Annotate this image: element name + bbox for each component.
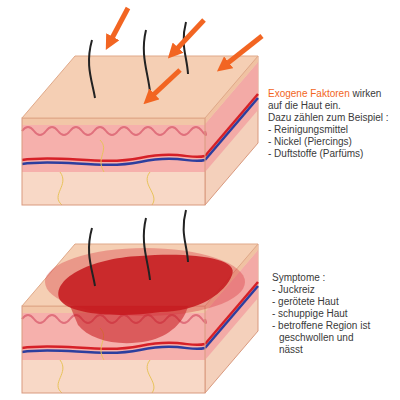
note-text: - schuppige Haut <box>272 308 382 320</box>
text-line: - schuppige Haut <box>272 308 382 320</box>
text-line: Symptome : <box>272 272 382 284</box>
text-line: - gerötete Haut <box>272 296 382 308</box>
text-line: - Nickel (Piercings) <box>268 136 396 148</box>
note-text: - betroffene Region ist geschwollen und … <box>272 320 379 356</box>
note-text: - gerötete Haut <box>272 296 382 308</box>
note-text: - Juckreiz <box>272 284 382 296</box>
text-line: - Reinigungsmittel <box>268 124 396 136</box>
factor-arrow <box>224 36 262 66</box>
text-line: - betroffene Region ist geschwollen und … <box>272 320 382 356</box>
text-block: Exogene Faktorenwirken auf die Haut ein.… <box>268 88 396 160</box>
factor-arrow <box>110 8 128 42</box>
note-text: - Nickel (Piercings) <box>268 136 396 148</box>
note-text: Symptome : <box>272 272 382 284</box>
text-block: Symptome :- Juckreiz- gerötete Haut- sch… <box>272 272 382 356</box>
text-line: Exogene Faktorenwirken auf die Haut ein. <box>268 88 388 112</box>
text-line: - Juckreiz <box>272 284 382 296</box>
text-line: Dazu zählen zum Beispiel : <box>268 112 396 124</box>
highlight-text: Exogene Faktoren <box>268 88 350 99</box>
note-text: Dazu zählen zum Beispiel : <box>268 112 396 124</box>
rash-halo <box>45 248 245 316</box>
healthy-skin <box>22 56 258 205</box>
hairs <box>89 22 188 98</box>
rash <box>58 255 232 315</box>
note-text: - Duftstoffe (Parfüms) <box>268 148 396 160</box>
inflamed-skin <box>22 244 258 393</box>
text-line: - Duftstoffe (Parfüms) <box>268 148 396 160</box>
note-text: - Reinigungsmittel <box>268 124 396 136</box>
factor-arrow <box>174 20 204 52</box>
hairs <box>89 210 188 286</box>
factor-arrow <box>150 70 180 98</box>
